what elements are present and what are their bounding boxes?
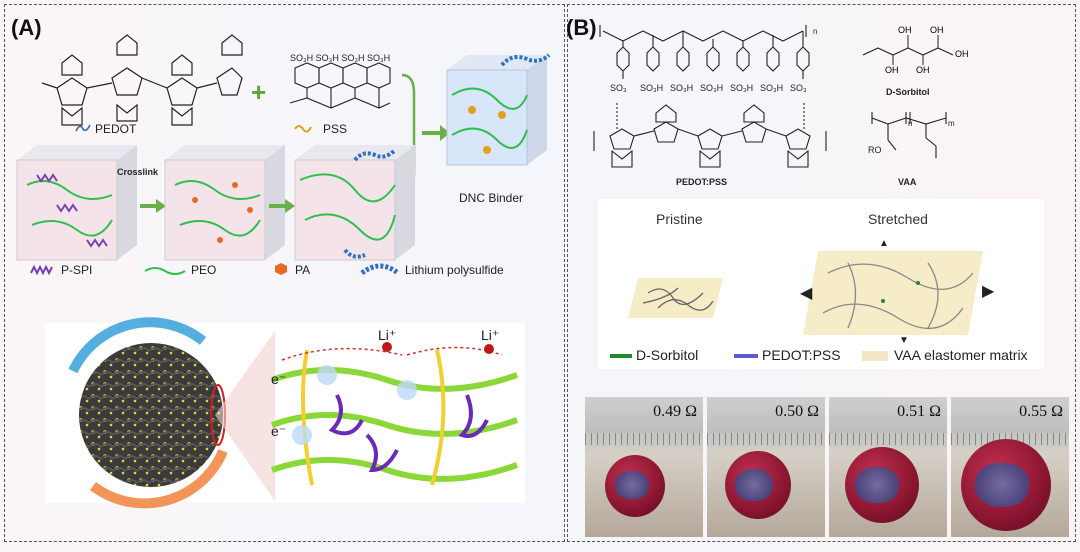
so3h-1: SO₃H xyxy=(640,83,664,93)
so3-minus-right: SO₃ xyxy=(790,83,807,93)
pss-label: PSS xyxy=(323,122,348,136)
electron-label-1: e⁻ xyxy=(271,371,287,387)
dnc-binder-label: DNC Binder xyxy=(459,191,524,205)
svg-text:OH: OH xyxy=(930,25,944,35)
so3h-4: SO₃H xyxy=(730,83,754,93)
vaa-n-subscript: n xyxy=(908,119,913,128)
legend-pa-icon xyxy=(275,263,287,275)
pedot-label: PEDOT xyxy=(95,122,137,136)
legend-peo-icon xyxy=(144,267,186,275)
legend-sorbitol-label: D-Sorbitol xyxy=(636,347,699,363)
vaa-m-subscript: m xyxy=(948,119,955,128)
cube-crosslinked xyxy=(164,145,285,261)
arrow-up-icon: ▲ xyxy=(879,238,889,249)
step-arrow xyxy=(269,199,295,213)
so3h-3: SO₃H xyxy=(700,83,724,93)
pristine-label: Pristine xyxy=(656,211,703,227)
legend-pedot-pss-label: PEDOT:PSS xyxy=(762,347,841,363)
d-sorbitol-structure: OH OH OH OH OH xyxy=(862,25,969,75)
cube-psi-peo xyxy=(16,145,137,261)
balloon-photo-2: 0.50 Ω xyxy=(707,397,825,537)
svg-text:OH: OH xyxy=(955,49,969,59)
pedot-glyph-icon xyxy=(75,124,91,132)
pedot-chain-structure xyxy=(593,103,827,168)
resistance-label-1: 0.49 Ω xyxy=(653,403,697,420)
pedot-pss-structure-label: PEDOT:PSS xyxy=(676,177,728,187)
stretched-film xyxy=(803,251,983,335)
legend-psi-icon xyxy=(30,264,53,276)
plus-icon: + xyxy=(251,77,267,107)
legend-pedot-pss-swatch xyxy=(734,354,758,358)
so3h-2: SO₃H xyxy=(670,83,694,93)
legend-polysulfide-icon xyxy=(360,263,400,276)
legend-pa-label: PA xyxy=(295,263,311,277)
cube-with-polysulfide xyxy=(294,145,415,261)
svg-text:OH: OH xyxy=(898,25,912,35)
pss-glyph-icon xyxy=(294,125,312,133)
arrow-right-icon: ▶ xyxy=(982,283,995,300)
panel-a-label: (A) xyxy=(11,15,42,40)
legend-psi-label: P-SPI xyxy=(61,263,93,277)
resistance-label-2: 0.50 Ω xyxy=(775,403,819,420)
arrow-down-icon: ▼ xyxy=(899,335,909,346)
legend-vaa-swatch xyxy=(862,351,888,361)
panel-b-label: (B) xyxy=(566,15,597,40)
crosslink-arrow xyxy=(140,199,166,213)
pss-n-subscript: n xyxy=(813,27,818,36)
vaa-label: VAA xyxy=(898,177,917,187)
electron-label-2: e⁻ xyxy=(271,423,287,439)
panel-a: (A) PEDOT + SO₃H SO₃H SO₃H SO₃H xyxy=(4,4,565,542)
zoom-cone xyxy=(215,331,275,501)
vaa-ro-label: RO xyxy=(868,145,882,155)
balloon-photo-3: 0.51 Ω xyxy=(829,397,947,537)
legend-peo-label: PEO xyxy=(191,263,217,277)
so3h-5: SO₃H xyxy=(760,83,784,93)
resistance-label-3: 0.51 Ω xyxy=(897,403,941,420)
so3-minus-left: SO₃ xyxy=(610,83,627,93)
svg-text:OH: OH xyxy=(916,65,930,75)
vaa-structure xyxy=(871,112,947,158)
li-ion-left: Li⁺ xyxy=(378,327,397,343)
carbon-sphere xyxy=(68,317,228,509)
pristine-film xyxy=(628,278,723,318)
pss-sulfonic-label: SO₃H SO₃H SO₃H SO₃H xyxy=(290,53,391,63)
balloon-photo-4: 0.55 Ω xyxy=(951,397,1069,537)
d-sorbitol-label: D-Sorbitol xyxy=(886,87,930,97)
pss-structure xyxy=(289,62,391,109)
resistance-label-4: 0.55 Ω xyxy=(1019,403,1063,420)
arrow-left-icon: ◀ xyxy=(800,285,813,302)
network-detail xyxy=(270,342,519,486)
balloon-photo-1: 0.49 Ω xyxy=(585,397,703,537)
panel-b: (B) n SO₃ SO₃H SO₃H SO₃H SO₃H SO₃H SO₃ xyxy=(566,4,1076,542)
dnc-binder-cube xyxy=(446,53,551,166)
svg-text:OH: OH xyxy=(885,65,899,75)
legend-sorbitol-swatch xyxy=(610,354,632,358)
legend-vaa-label: VAA elastomer matrix xyxy=(894,347,1028,363)
crosslink-label: Crosslink xyxy=(117,167,159,177)
pedot-structure xyxy=(41,34,243,126)
stretched-label: Stretched xyxy=(868,211,928,227)
legend-polysulfide-label: Lithium polysulfide xyxy=(405,263,504,277)
li-ion-right: Li⁺ xyxy=(481,327,500,343)
pss-backbone-structure xyxy=(599,25,810,79)
